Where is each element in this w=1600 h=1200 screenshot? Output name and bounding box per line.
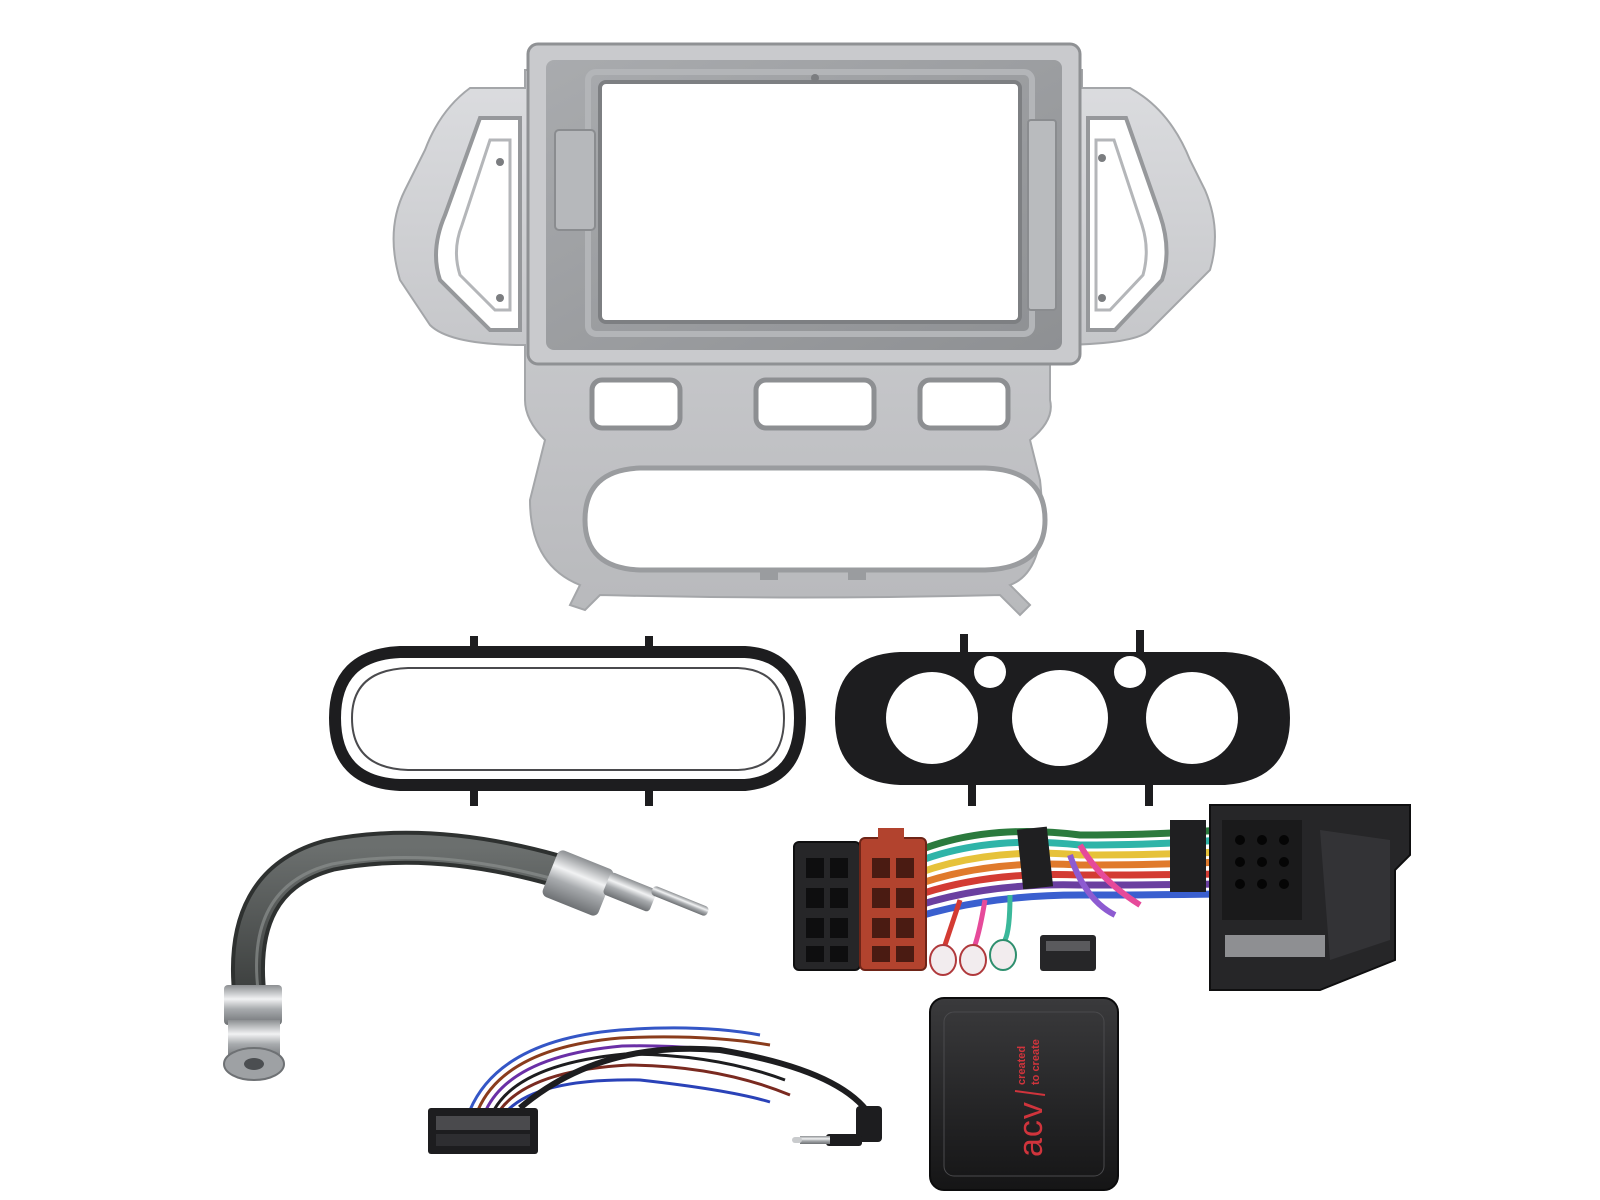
brand-logo: acv [1012,1101,1050,1157]
brand-tagline-1: created [1016,1046,1028,1085]
trim-ring-open [328,636,807,806]
steering-control-interface: acv created to create [929,997,1119,1191]
trim-ring-climate [835,630,1290,806]
brand-tagline-2: to create [1030,1039,1042,1085]
fascia-panel [392,42,1216,617]
steering-control-cable [428,1026,882,1154]
antenna-adapter [223,830,709,1081]
iso-wiring-harness [793,804,1411,991]
